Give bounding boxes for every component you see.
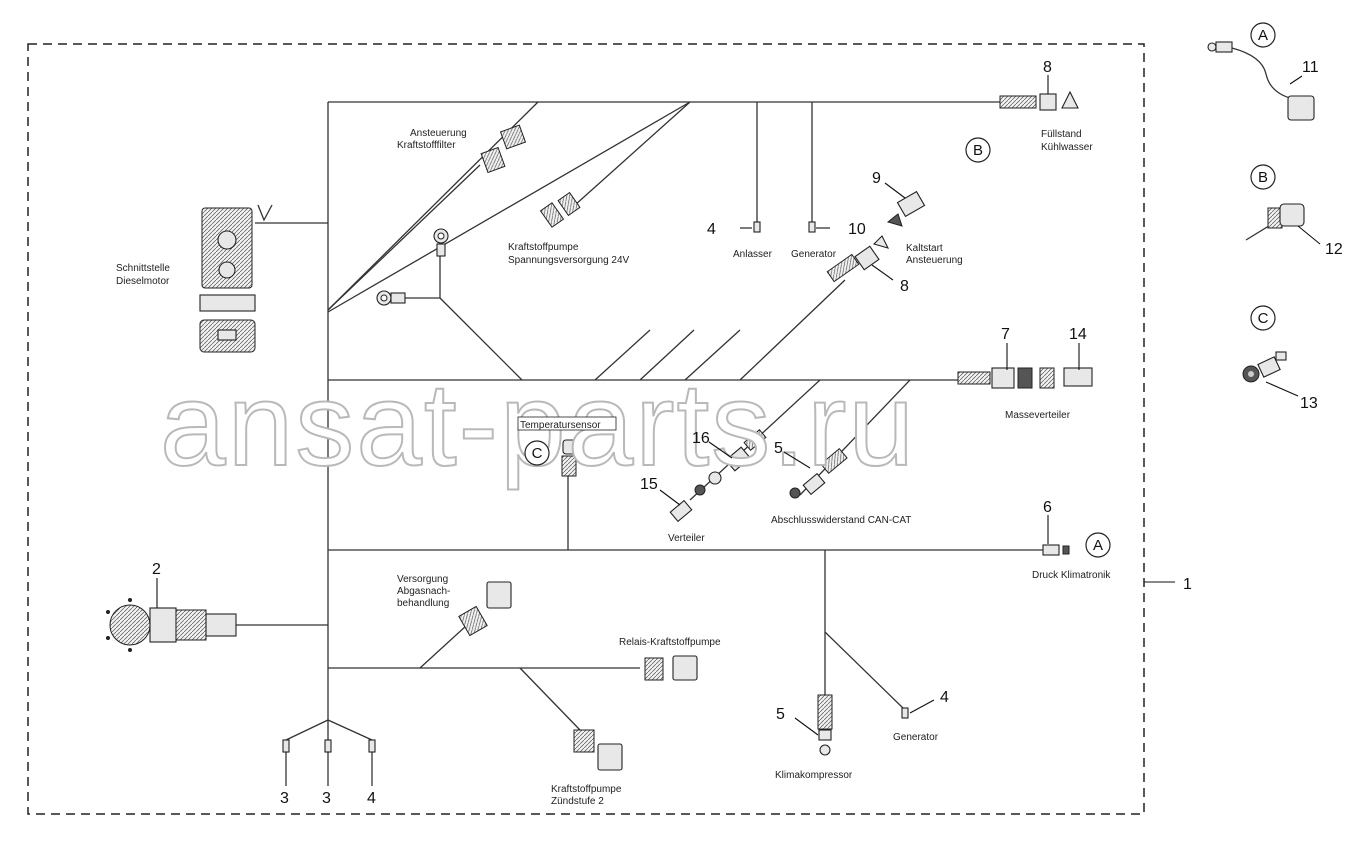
callout-7: 7: [1001, 326, 1010, 343]
callout-10: 10: [848, 221, 866, 238]
label-ground-distributor: Masseverteiler: [1005, 410, 1071, 421]
callout-3b: 3: [322, 790, 331, 807]
coolant-level-connector: [999, 90, 1079, 111]
letter-c-side: C: [1258, 310, 1269, 327]
temperature-sensor: [561, 439, 578, 477]
distributor-connectors: [669, 429, 767, 523]
label-fuel-pump-24v: Kraftstoffpumpe Spannungsversorgung 24V: [508, 242, 630, 266]
label-exhaust-supply: Versorgung Abgasnach- behandlung: [397, 574, 453, 609]
callout-8-top: 8: [1043, 59, 1052, 76]
label-fuel-pump-ignition: Kraftstoffpumpe Zündstufe 2: [551, 784, 624, 807]
interface-diesel-engine-connector: [199, 204, 273, 353]
callout-8-mid: 8: [900, 278, 909, 295]
temperature-sender-part-13: [1242, 351, 1287, 383]
label-terminating-resistor: Abschlusswiderstand CAN-CAT: [771, 515, 911, 526]
fuel-pump-ignition-stage-connector: [573, 729, 623, 771]
callout-9: 9: [872, 170, 881, 187]
generator-terminal-bottom: [901, 707, 909, 719]
callout-4-bottom: 4: [367, 790, 376, 807]
fuel-pump-24v-connector: [539, 191, 581, 228]
fuel-pump-relay-connector: [644, 655, 698, 681]
label-temperature-sensor: Temperatursensor: [520, 420, 601, 431]
pressure-switch-part-11: [1207, 41, 1315, 121]
exhaust-aftertreatment-supply-connector: [458, 581, 512, 637]
ac-compressor-connector: [817, 694, 833, 756]
temperature-sensor-label-box: [517, 416, 617, 431]
letter-callouts: [524, 22, 1276, 558]
callout-2: 2: [152, 561, 161, 578]
callout-11: 11: [1302, 59, 1319, 76]
round-main-connector: [106, 598, 237, 652]
letter-a-main: A: [1093, 537, 1103, 554]
label-generator-top: Generator: [791, 249, 837, 260]
generator-terminal-top: [808, 221, 816, 233]
label-coolant-level: Füllstand Kühlwasser: [1041, 129, 1093, 153]
air-conditioning-pressure-connector: [1042, 544, 1070, 556]
cold-start-control-connector: [872, 190, 926, 249]
label-fuel-filter-control: Ansteuerung Kraftstofffilter: [397, 128, 470, 151]
callout-12: 12: [1325, 241, 1343, 258]
label-generator-bottom: Generator: [893, 732, 939, 743]
label-ac-compressor: Klimakompressor: [775, 770, 853, 781]
label-ac-pressure: Druck Klimatronik: [1032, 570, 1111, 581]
starter-terminal: [753, 221, 761, 233]
bottom-terminals: [282, 739, 376, 753]
callout-16: 16: [692, 430, 710, 447]
ring-terminals: [376, 228, 449, 306]
label-fuel-pump-relay: Relais-Kraftstoffpumpe: [619, 637, 721, 648]
label-starter: Anlasser: [733, 249, 773, 260]
label-diesel-interface: Schnittstelle Dieselmotor: [116, 263, 173, 287]
callout-13: 13: [1300, 395, 1318, 412]
callout-15: 15: [640, 476, 658, 493]
label-distributor: Verteiler: [668, 533, 705, 544]
letter-a-side: A: [1258, 27, 1268, 44]
letter-b-main: B: [973, 142, 983, 159]
callout-1: 1: [1183, 576, 1192, 593]
harness-boundary-frame: [27, 43, 1145, 815]
wires: [235, 101, 1045, 741]
callout-3a: 3: [280, 790, 289, 807]
label-cold-start: Kaltstart Ansteuerung: [906, 243, 963, 266]
callout-14: 14: [1069, 326, 1087, 343]
coolant-sensor-part-12: [1245, 203, 1305, 241]
letter-c-main: C: [532, 445, 543, 462]
letter-b-side: B: [1258, 169, 1268, 186]
callout-6: 6: [1043, 499, 1052, 516]
ground-distributor: [957, 367, 1093, 389]
cold-start-cable-connector: [826, 245, 880, 283]
callout-5-bottom: 5: [776, 706, 785, 723]
callout-5-top: 5: [774, 440, 783, 457]
callout-leaders: [156, 75, 1321, 786]
callout-4-top: 4: [707, 221, 716, 238]
can-cat-terminating-resistor: [789, 447, 848, 499]
callout-4-right: 4: [940, 689, 949, 706]
fuel-filter-control-connector: [480, 124, 527, 174]
